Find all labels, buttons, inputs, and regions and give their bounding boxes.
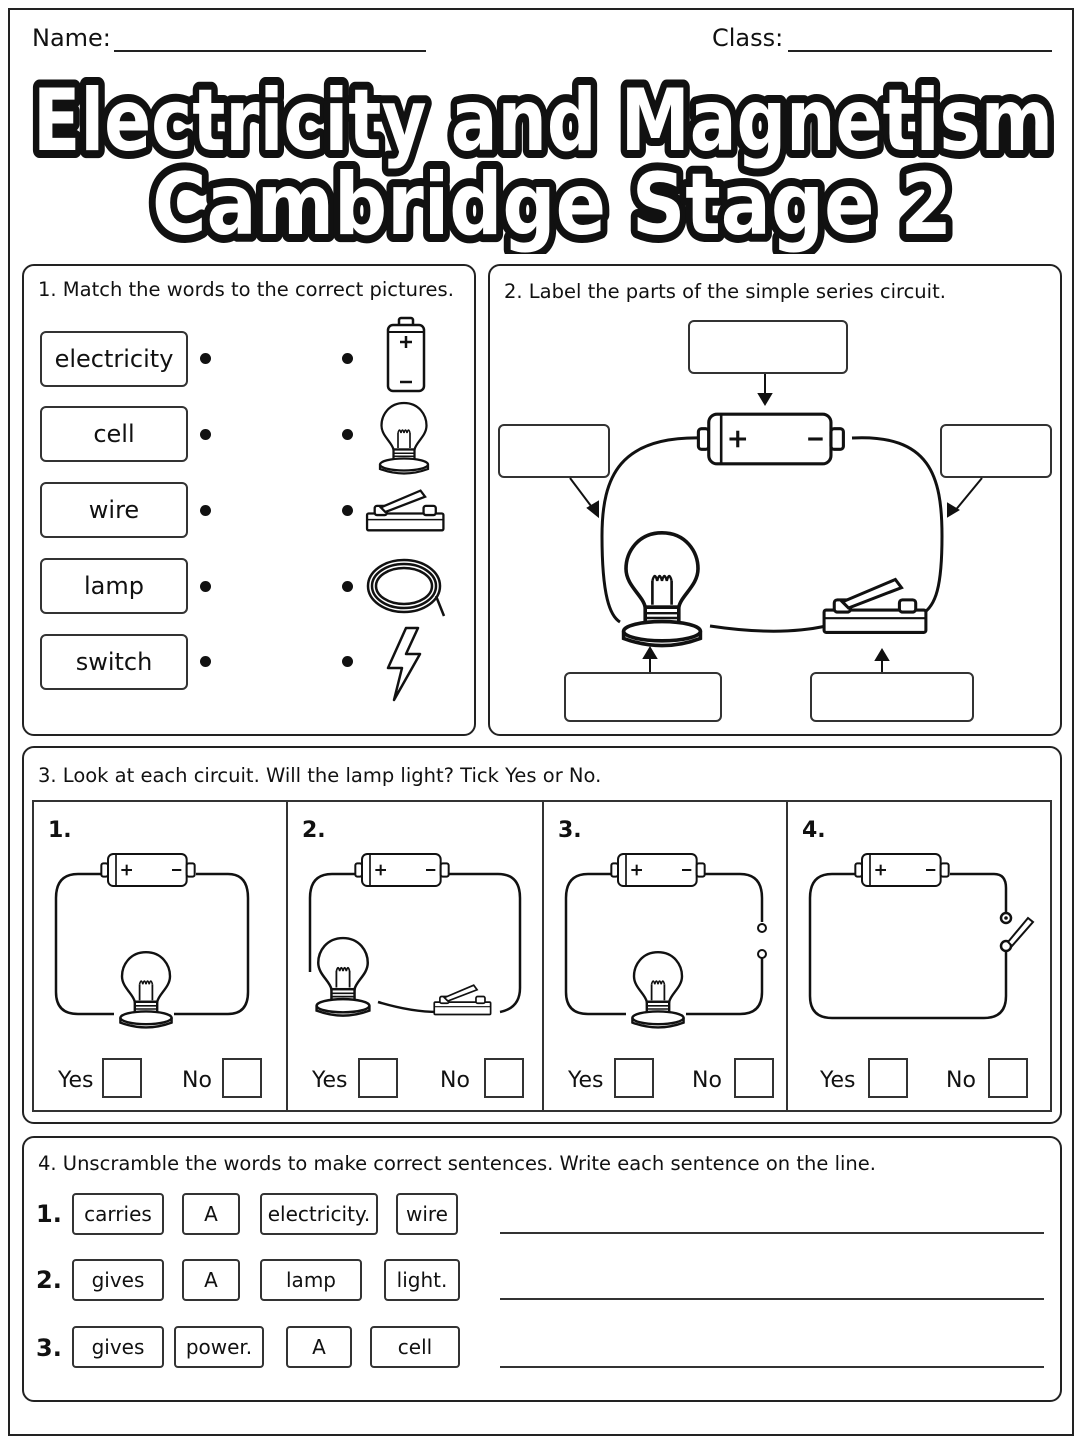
label-box-bottom-left[interactable] bbox=[564, 672, 722, 722]
circuit-number: 3. bbox=[558, 818, 582, 843]
yes-label: Yes bbox=[820, 1068, 856, 1093]
page-border bbox=[8, 8, 1074, 1436]
scrambled-word: carries bbox=[72, 1193, 164, 1235]
q2-title: 2. Label the parts of the simple series … bbox=[504, 280, 946, 303]
name-field[interactable] bbox=[114, 50, 426, 52]
match-dot-left-5[interactable] bbox=[200, 656, 211, 667]
label-box-bottom-right[interactable] bbox=[810, 672, 974, 722]
scrambled-word: cell bbox=[370, 1326, 460, 1368]
scrambled-word: lamp bbox=[260, 1259, 362, 1301]
answer-line-2[interactable] bbox=[500, 1298, 1044, 1300]
match-dot-left-2[interactable] bbox=[200, 429, 211, 440]
yes-label: Yes bbox=[312, 1068, 348, 1093]
match-dot-right-5[interactable] bbox=[342, 656, 353, 667]
title-line2-outline: Cambridge Stage 2 bbox=[152, 155, 952, 254]
scrambled-word: gives bbox=[72, 1259, 164, 1301]
scrambled-word: A bbox=[182, 1259, 240, 1301]
q1-title: 1. Match the words to the correct pictur… bbox=[38, 278, 454, 301]
answer-line-3[interactable] bbox=[500, 1366, 1044, 1368]
match-dot-right-3[interactable] bbox=[342, 505, 353, 516]
circuit-diagram-2 bbox=[308, 852, 522, 1017]
scrambled-word: power. bbox=[174, 1326, 264, 1368]
scrambled-word: electricity. bbox=[260, 1193, 378, 1235]
circuit-cell-1: 1. Yes No bbox=[34, 802, 288, 1110]
match-dot-left-3[interactable] bbox=[200, 505, 211, 516]
class-label: Class: bbox=[712, 24, 784, 52]
match-dot-right-4[interactable] bbox=[342, 581, 353, 592]
title-line1: Electricity and Magnetism bbox=[33, 71, 1053, 171]
circuit-number: 1. bbox=[48, 818, 72, 843]
bulb-icon bbox=[378, 401, 430, 475]
match-word-switch: switch bbox=[40, 634, 188, 690]
circuit-diagram-1 bbox=[54, 852, 250, 1029]
switch-icon bbox=[365, 489, 445, 532]
q4-title: 4. Unscramble the words to make correct … bbox=[38, 1152, 876, 1175]
no-label: No bbox=[692, 1068, 722, 1093]
sentence-number-2: 2. bbox=[36, 1266, 62, 1294]
coiled-wire-icon bbox=[366, 558, 446, 617]
circuit-diagram-4 bbox=[808, 852, 1035, 1020]
scrambled-word: A bbox=[182, 1193, 240, 1235]
no-label: No bbox=[946, 1068, 976, 1093]
scrambled-word: gives bbox=[72, 1326, 164, 1368]
no-checkbox-4[interactable] bbox=[988, 1058, 1028, 1098]
q4-panel: 4. Unscramble the words to make correct … bbox=[22, 1136, 1062, 1402]
yes-label: Yes bbox=[58, 1068, 94, 1093]
yes-checkbox-2[interactable] bbox=[358, 1058, 398, 1098]
circuit-diagram-3 bbox=[564, 852, 767, 1029]
no-checkbox-1[interactable] bbox=[222, 1058, 262, 1098]
answer-line-1[interactable] bbox=[500, 1232, 1044, 1234]
no-label: No bbox=[182, 1068, 212, 1093]
series-circuit-diagram bbox=[569, 374, 983, 672]
label-box-right[interactable] bbox=[940, 424, 1052, 478]
circuit-cell-2: 2. Yes No bbox=[288, 802, 544, 1110]
no-label: No bbox=[440, 1068, 470, 1093]
circuit-number: 2. bbox=[302, 818, 326, 843]
yes-checkbox-3[interactable] bbox=[614, 1058, 654, 1098]
yes-label: Yes bbox=[568, 1068, 604, 1093]
sentence-number-3: 3. bbox=[36, 1334, 62, 1362]
scrambled-word: A bbox=[286, 1326, 352, 1368]
match-dot-left-1[interactable] bbox=[200, 353, 211, 364]
q3-grid: 1. Yes No 2. Yes No 3. bbox=[32, 800, 1052, 1112]
match-word-cell: cell bbox=[40, 406, 188, 462]
yes-checkbox-4[interactable] bbox=[868, 1058, 908, 1098]
sentence-number-1: 1. bbox=[36, 1200, 62, 1228]
match-word-electricity: electricity bbox=[40, 331, 188, 387]
scrambled-word: wire bbox=[396, 1193, 458, 1235]
title-line2: Cambridge Stage 2 bbox=[152, 155, 952, 254]
lightning-icon bbox=[386, 626, 422, 702]
circuit-number: 4. bbox=[802, 818, 826, 843]
battery-icon bbox=[386, 316, 426, 393]
match-word-lamp: lamp bbox=[40, 558, 188, 614]
page-title: Electricity and Magnetism Electricity an… bbox=[25, 63, 1061, 254]
class-field[interactable] bbox=[788, 50, 1052, 52]
no-checkbox-3[interactable] bbox=[734, 1058, 774, 1098]
yes-checkbox-1[interactable] bbox=[102, 1058, 142, 1098]
scrambled-word: light. bbox=[384, 1259, 460, 1301]
no-checkbox-2[interactable] bbox=[484, 1058, 524, 1098]
title-line1-outline: Electricity and Magnetism bbox=[33, 71, 1053, 171]
label-box-left[interactable] bbox=[498, 424, 610, 478]
match-dot-right-2[interactable] bbox=[342, 429, 353, 440]
circuit-cell-3: 3. Yes No bbox=[544, 802, 788, 1110]
q2-panel: 2. Label the parts of the simple series … bbox=[488, 264, 1062, 736]
name-label: Name: bbox=[32, 24, 111, 52]
label-box-top[interactable] bbox=[688, 320, 848, 374]
match-dot-left-4[interactable] bbox=[200, 581, 211, 592]
q3-title: 3. Look at each circuit. Will the lamp l… bbox=[38, 764, 602, 787]
match-word-wire: wire bbox=[40, 482, 188, 538]
match-dot-right-1[interactable] bbox=[342, 353, 353, 364]
circuit-cell-4: 4. Yes No bbox=[788, 802, 1050, 1110]
